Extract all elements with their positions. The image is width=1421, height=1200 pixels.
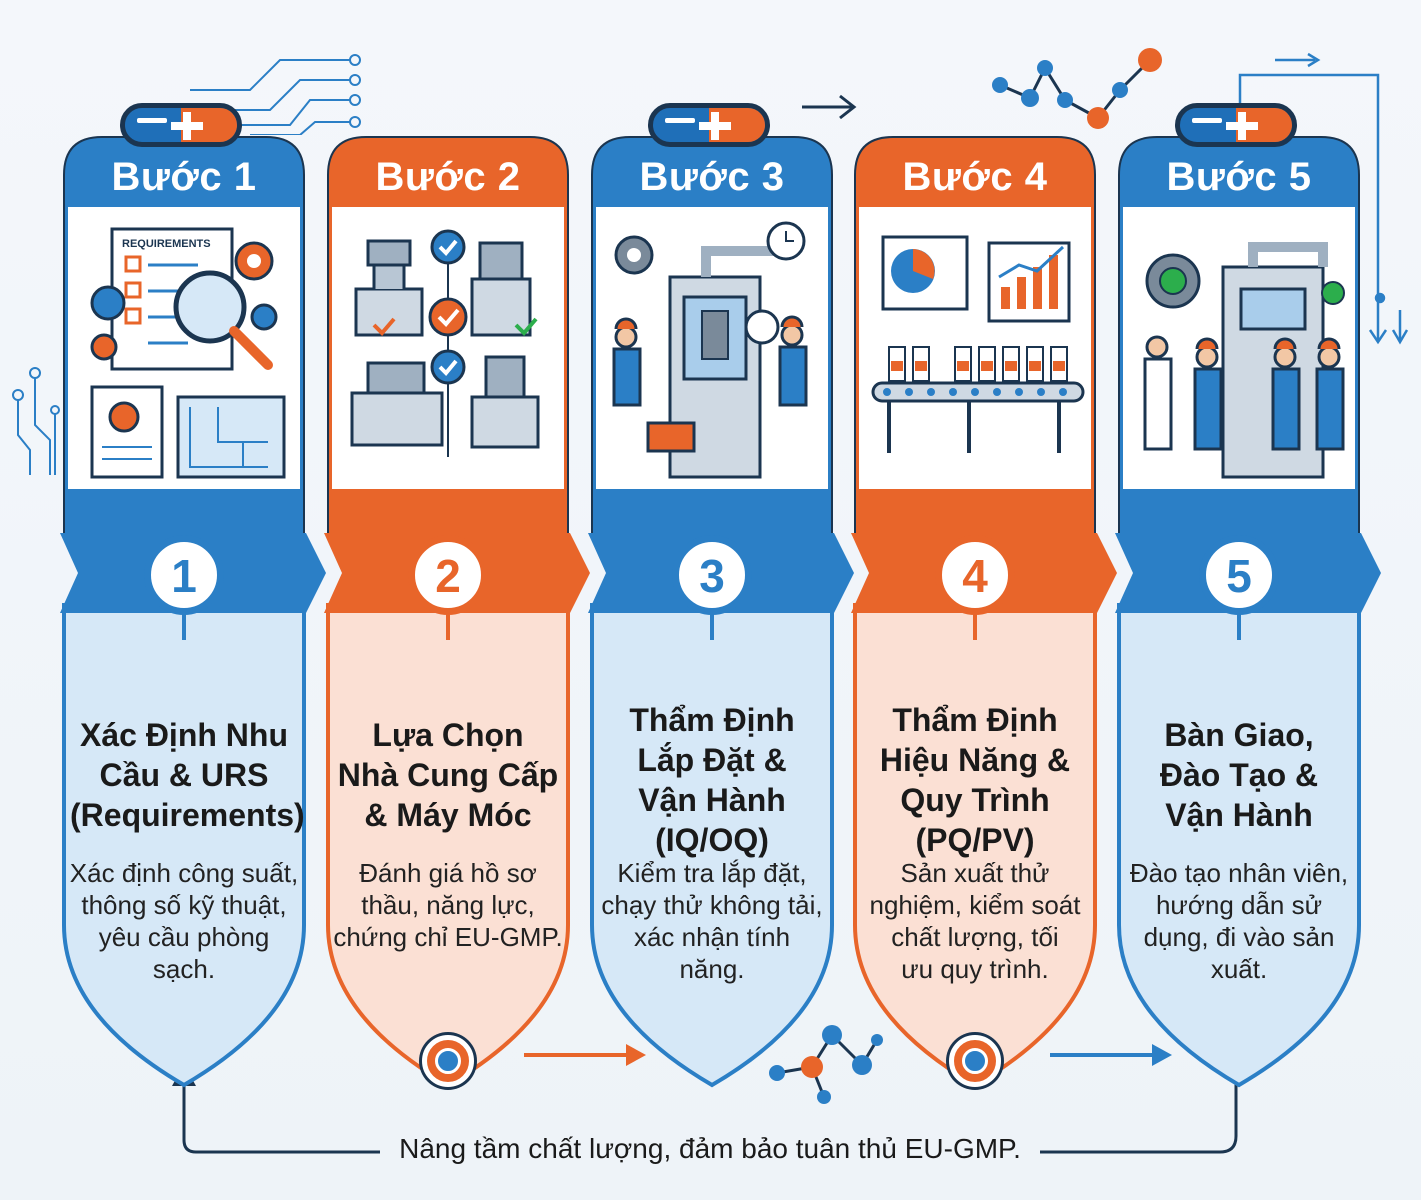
step-description-line: Sản xuất thử [900, 858, 1050, 888]
step-description-line: thông số kỹ thuật, [81, 890, 287, 920]
step-heading-line: Thẩm Định [892, 702, 1058, 738]
step-number: 1 [144, 535, 224, 615]
machine-selection-icon [332, 207, 564, 489]
step-heading-line: Vận Hành [1165, 797, 1313, 833]
step-description-line: chứng chỉ EU-GMP. [333, 922, 563, 952]
step-description-line: ưu quy trình. [901, 954, 1049, 984]
step-label: Bước 4 [902, 155, 1048, 199]
circuit-lines-top-icon [190, 54, 361, 135]
step-description-line: hướng dẫn sử [1155, 890, 1323, 920]
step-heading-line: Đào Tạo & [1159, 757, 1319, 793]
step-label: Bước 5 [1166, 155, 1312, 199]
production-line-icon [859, 207, 1091, 489]
step-description-line: dụng, đi vào sản [1143, 922, 1335, 952]
pill-badge-icon [422, 1035, 474, 1087]
step-label: Bước 1 [111, 155, 257, 199]
requirements-document-icon: REQUIREMENTS [68, 207, 300, 489]
step-description-line: Đào tạo nhân viên, [1129, 858, 1349, 888]
molecule-bottom-icon [769, 1025, 883, 1104]
arrow-right-bottom-2-icon [1050, 1044, 1172, 1066]
step-heading-line: & Máy Móc [364, 797, 532, 833]
step-description-line: Xác định công suất, [69, 858, 299, 888]
step-description-line: chạy thử không tải, [601, 890, 823, 920]
step-heading-line: (Requirements) [70, 797, 305, 833]
step-label: Bước 2 [375, 155, 521, 199]
step-description-line: năng. [679, 954, 745, 984]
requirements-doc-label: REQUIREMENTS [122, 238, 211, 250]
footer-tagline: Nâng tầm chất lượng, đảm bảo tuân thủ EU… [399, 1133, 1021, 1164]
capsule-icon [648, 103, 770, 147]
step-heading-line: Lựa Chọn [372, 717, 524, 753]
step-description-line: sạch. [152, 954, 216, 984]
step-description-line: xác nhận tính [633, 922, 791, 952]
step-number: 5 [1199, 535, 1279, 615]
step-description-line: thầu, năng lực, [361, 890, 535, 920]
step-heading: Bàn Giao, Đào Tạo & Vận Hành [1125, 715, 1353, 835]
step-heading-line: Quy Trình [900, 782, 1050, 818]
step-number: 2 [408, 535, 488, 615]
step-description-line: xuất. [1210, 954, 1268, 984]
pill-badge-icon [949, 1035, 1001, 1087]
step-heading-line: (PQ/PV) [915, 822, 1035, 858]
step-heading-line: Lắp Đặt & [637, 742, 787, 778]
step-number: 4 [935, 535, 1015, 615]
capsule-icon [1175, 103, 1297, 147]
step-heading-line: (IQ/OQ) [655, 822, 769, 858]
circuit-lines-left-icon [12, 367, 60, 475]
step-heading-line: Cầu & URS [99, 757, 269, 793]
flow-arrows-right-icon [1238, 52, 1409, 345]
step-description-line: chất lượng, tối [891, 922, 1059, 952]
step-description: Xác định công suất,thông số kỹ thuật,yêu… [66, 857, 302, 985]
step-heading-line: Hiệu Năng & [879, 742, 1071, 778]
step-heading-line: Xác Định Nhu [79, 717, 288, 753]
arrow-right-top-icon [802, 94, 857, 120]
step-heading-line: Nhà Cung Cấp [337, 757, 559, 793]
step-heading-line: Vận Hành [638, 782, 786, 818]
molecule-top-icon [992, 48, 1162, 129]
step-description-line: yêu cầu phòng [98, 922, 270, 952]
step-description-line: Kiểm tra lắp đặt, [617, 858, 807, 888]
step-label: Bước 3 [639, 155, 785, 199]
installation-engineers-icon [596, 207, 828, 489]
step-heading-line: Thẩm Định [629, 702, 795, 738]
step-description-line: Đánh giá hồ sơ [359, 858, 537, 888]
step-number: 3 [672, 535, 752, 615]
step-description-line: nghiệm, kiểm soát [869, 890, 1081, 920]
training-handover-icon [1123, 207, 1355, 489]
step-description: Kiểm tra lắp đặt,chạy thử không tải,xác … [594, 857, 830, 985]
capsule-icon [120, 103, 242, 147]
step-heading-line: Bàn Giao, [1164, 717, 1314, 753]
arrow-right-bottom-1-icon [524, 1044, 646, 1066]
